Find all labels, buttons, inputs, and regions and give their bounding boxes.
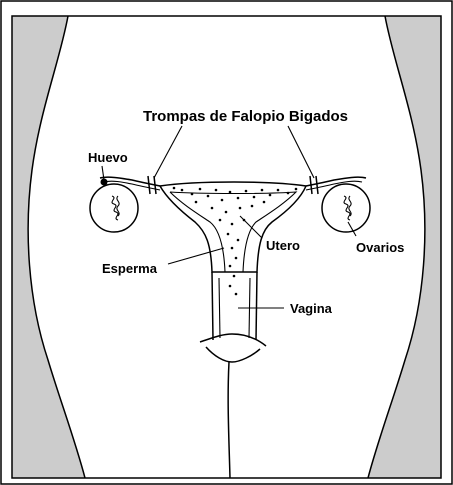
- label-egg: Huevo: [88, 150, 128, 165]
- ovary-right: [322, 184, 370, 232]
- label-sperm: Esperma: [102, 261, 158, 276]
- ovary-left: [90, 184, 138, 232]
- label-uterus: Utero: [266, 238, 300, 253]
- vagina-left-wall: [212, 272, 213, 340]
- vagina-right-wall: [256, 272, 257, 340]
- label-vagina: Vagina: [290, 301, 333, 316]
- label-ovaries: Ovarios: [356, 240, 404, 255]
- label-tubes-tied: Trompas de Falopio Bigados: [143, 108, 348, 125]
